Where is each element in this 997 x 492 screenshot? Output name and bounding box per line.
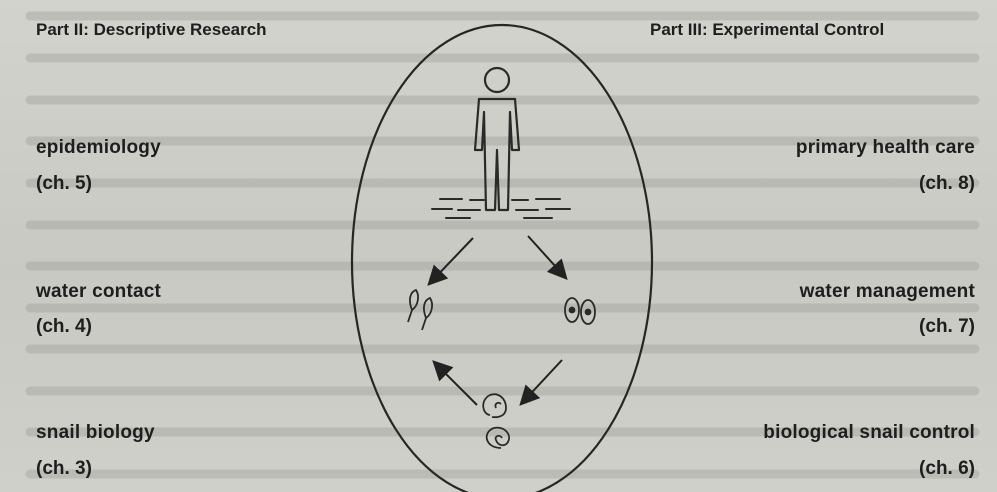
- lifecycle-oval: [352, 25, 652, 492]
- water-surface-icon: [432, 199, 570, 218]
- chapter-ref-biological-snail-control: (ch. 6): [919, 458, 975, 480]
- human-figure-icon: [475, 68, 519, 210]
- chapter-ref-water-contact: (ch. 4): [36, 316, 92, 338]
- chapter-ref-water-management: (ch. 7): [919, 316, 975, 338]
- miracidium-icon: [565, 298, 595, 324]
- snail-icon: [483, 394, 509, 448]
- topic-primary-health-care: primary health care: [796, 137, 975, 159]
- arrow-to-snail-right: [522, 360, 562, 403]
- chapter-ref-primary-health-care: (ch. 8): [919, 173, 975, 195]
- part-ii-heading: Part II: Descriptive Research: [36, 20, 267, 40]
- topic-snail-biology: snail biology: [36, 422, 155, 444]
- topic-epidemiology: epidemiology: [36, 137, 161, 159]
- arrow-to-egg: [528, 236, 565, 277]
- arrow-from-snail-left: [435, 363, 477, 405]
- cercaria-icon: [408, 290, 432, 330]
- part-iii-heading: Part III: Experimental Control: [650, 20, 884, 40]
- topic-water-contact: water contact: [36, 281, 161, 303]
- arrow-to-human: [430, 238, 473, 283]
- lifecycle-arrows: [430, 236, 565, 405]
- chapter-ref-epidemiology: (ch. 5): [36, 173, 92, 195]
- chapter-ref-snail-biology: (ch. 3): [36, 458, 92, 480]
- topic-biological-snail-control: biological snail control: [763, 422, 975, 444]
- topic-water-management: water management: [800, 281, 975, 303]
